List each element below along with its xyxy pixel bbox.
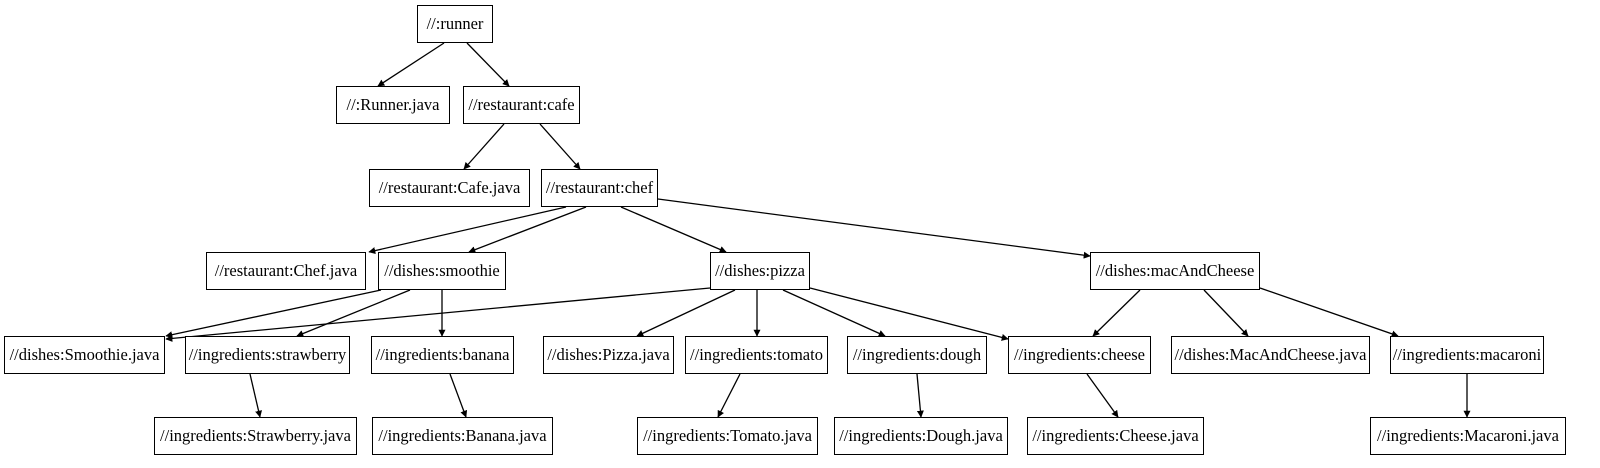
node-label: //ingredients:Strawberry.java [160,425,351,445]
graph-edge-runner-to-runner_java [377,42,445,87]
graph-edge-restaurant_cafe-to-restaurant_cafe_java [463,123,505,170]
node-label: //dishes:MacAndCheese.java [1174,344,1367,364]
graph-edge-restaurant_cafe-to-restaurant_chef [539,123,581,170]
node-label: //ingredients:banana [375,344,510,364]
graph-node-runner_java[interactable]: //:Runner.java [336,86,450,124]
graph-node-ing_tomato_java[interactable]: //ingredients:Tomato.java [637,417,818,455]
graph-edge-dishes_macandcheese-to-dishes_macandcheese_java [1203,289,1249,337]
node-label: //dishes:pizza [715,260,805,280]
graph-node-ing_strawberry_java[interactable]: //ingredients:Strawberry.java [154,417,357,455]
node-label: //ingredients:dough [852,344,982,364]
node-label: //restaurant:Cafe.java [378,177,521,197]
node-label: //ingredients:Cheese.java [1032,425,1199,445]
graph-node-dishes_pizza[interactable]: //dishes:pizza [710,252,810,290]
node-label: //restaurant:cafe [468,94,575,114]
graph-node-dishes_macandcheese_java[interactable]: //dishes:MacAndCheese.java [1171,336,1370,374]
graph-edge-dishes_pizza-to-dishes_pizza_java [636,289,736,337]
node-label: //ingredients:cheese [1013,344,1146,364]
graph-edge-ing_tomato-to-ing_tomato_java [717,373,741,418]
node-label: //ingredients:Banana.java [378,425,547,445]
graph-edge-dishes_smoothie-to-dishes_smoothie_java [165,289,382,339]
graph-node-restaurant_chef_java[interactable]: //restaurant:Chef.java [206,252,366,290]
node-label: //ingredients:Macaroni.java [1377,425,1559,445]
graph-edge-dishes_macandcheese-to-ing_cheese [1092,289,1141,337]
graph-node-ing_banana_java[interactable]: //ingredients:Banana.java [372,417,553,455]
node-label: //ingredients:Dough.java [839,425,1003,445]
graph-node-restaurant_cafe_java[interactable]: //restaurant:Cafe.java [369,169,530,207]
graph-edge-restaurant_chef-to-dishes_macandcheese [657,198,1091,259]
graph-node-ing_strawberry[interactable]: //ingredients:strawberry [185,336,350,374]
graph-node-restaurant_chef[interactable]: //restaurant:chef [541,169,658,207]
graph-node-ing_macaroni[interactable]: //ingredients:macaroni [1390,336,1544,374]
graph-node-dishes_smoothie[interactable]: //dishes:smoothie [378,252,506,290]
graph-node-restaurant_cafe[interactable]: //restaurant:cafe [463,86,580,124]
node-label: //:runner [426,13,484,33]
graph-edge-restaurant_chef-to-dishes_pizza [620,206,727,253]
graph-node-ing_dough_java[interactable]: //ingredients:Dough.java [834,417,1008,455]
graph-edge-dishes_pizza-to-ing_cheese [809,287,1009,341]
node-label: //dishes:smoothie [384,260,500,280]
graph-node-ing_banana[interactable]: //ingredients:banana [371,336,514,374]
graph-node-ing_macaroni_java[interactable]: //ingredients:Macaroni.java [1370,417,1566,455]
node-label: //ingredients:macaroni [1392,344,1542,364]
node-label: //ingredients:tomato [690,344,823,364]
graph-edge-ing_cheese-to-ing_cheese_java [1086,373,1119,418]
node-label: //ingredients:strawberry [188,344,347,364]
graph-node-dishes_smoothie_java[interactable]: //dishes:Smoothie.java [4,336,165,374]
node-label: //dishes:Pizza.java [547,344,670,364]
graph-edge-dishes_pizza-to-dishes_smoothie_java [165,287,711,342]
graph-edge-ing_strawberry-to-ing_strawberry_java [249,373,262,418]
node-label: //restaurant:chef [545,177,654,197]
graph-node-ing_tomato[interactable]: //ingredients:tomato [685,336,828,374]
graph-edge-restaurant_chef-to-dishes_smoothie [468,206,587,254]
graph-edge-ing_banana-to-ing_banana_java [449,373,468,418]
graph-node-ing_dough[interactable]: //ingredients:dough [847,336,987,374]
graph-node-runner[interactable]: //:runner [417,5,493,43]
node-label: //ingredients:Tomato.java [643,425,812,445]
graph-edge-dishes_pizza-to-ing_dough [782,289,886,337]
node-label: //:Runner.java [346,94,440,114]
graph-node-dishes_pizza_java[interactable]: //dishes:Pizza.java [543,336,674,374]
graph-node-dishes_macandcheese[interactable]: //dishes:macAndCheese [1090,252,1260,290]
graph-node-ing_cheese_java[interactable]: //ingredients:Cheese.java [1027,417,1204,455]
graph-edge-runner-to-restaurant_cafe [466,42,510,87]
graph-node-ing_cheese[interactable]: //ingredients:cheese [1008,336,1151,374]
graph-edge-restaurant_chef-to-restaurant_chef_java [368,206,567,255]
node-label: //dishes:Smoothie.java [9,344,160,364]
graph-edge-dishes_macandcheese-to-ing_macaroni [1259,287,1399,338]
graph-edge-dishes_smoothie-to-ing_strawberry [296,289,411,337]
node-label: //dishes:macAndCheese [1095,260,1255,280]
graph-edge-ing_dough-to-ing_dough_java [916,373,924,418]
node-label: //restaurant:Chef.java [214,260,358,280]
